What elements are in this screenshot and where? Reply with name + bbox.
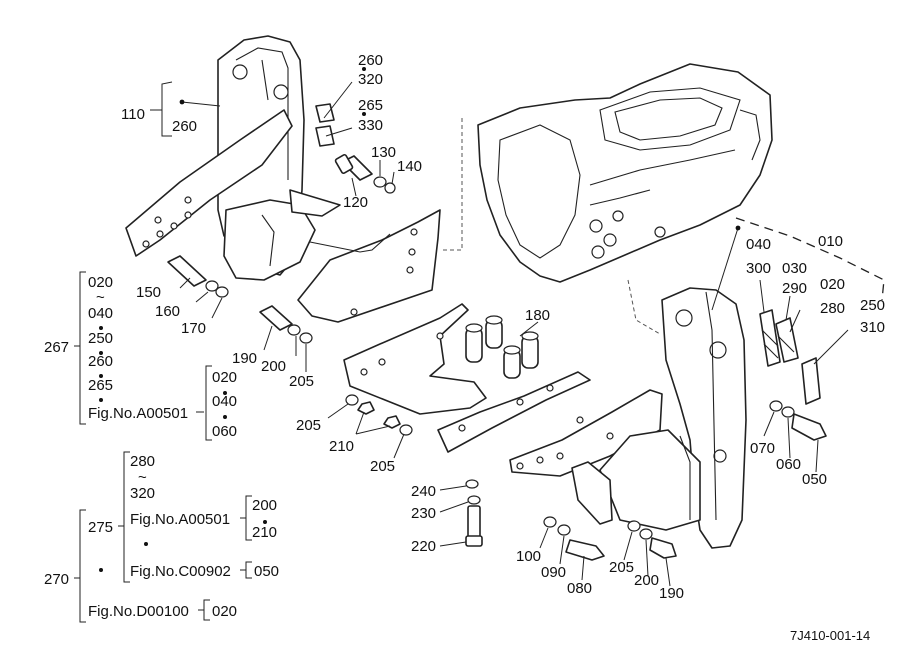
callout-205: 205 [370, 458, 395, 475]
group-270-fig-c-sub: 050 [254, 563, 279, 580]
group-267-line-2: 040 [88, 305, 113, 322]
callout-labels: 110 260 260 320 265 330 130 140 120 150 … [121, 52, 885, 602]
callout-070: 070 [750, 440, 775, 457]
callout-060: 060 [776, 456, 801, 473]
reference-code: 7J410-001-14 [790, 628, 870, 643]
callout-200: 200 [261, 358, 286, 375]
callout-140: 140 [397, 158, 422, 175]
group-267-fig-ref: Fig.No.A00501 [88, 405, 188, 422]
callout-130: 130 [371, 144, 396, 161]
callout-250: 250 [860, 297, 885, 314]
callout-090: 090 [541, 564, 566, 581]
callout-200: 200 [634, 572, 659, 589]
group-brackets [150, 81, 885, 301]
group-267-sub-1: 020 [212, 369, 237, 386]
callout-205: 205 [609, 559, 634, 576]
separator-dot [362, 112, 366, 116]
shim-plates [315, 103, 821, 405]
separator-dot [362, 67, 366, 71]
callout-020: 020 [820, 276, 845, 293]
callout-050: 050 [802, 471, 827, 488]
callout-260: 260 [172, 118, 197, 135]
callout-240: 240 [411, 483, 436, 500]
callout-150: 150 [136, 284, 161, 301]
callout-170: 170 [181, 320, 206, 337]
group-270-fig-a-sub-2: 210 [252, 524, 277, 541]
right-bracket [509, 279, 747, 549]
callout-230: 230 [411, 505, 436, 522]
group-270-tilde: ~ [138, 469, 147, 486]
group-270-id: 270 [44, 571, 69, 588]
callout-190: 190 [232, 350, 257, 367]
group-267-id: 267 [44, 339, 69, 356]
group-267-line-3: 250 [88, 330, 113, 347]
group-270-fig-c: Fig.No.C00902 [130, 563, 231, 580]
callout-120: 120 [343, 194, 368, 211]
callout-210: 210 [329, 438, 354, 455]
group-270-fig-a-sub-1: 200 [252, 497, 277, 514]
callout-080: 080 [567, 580, 592, 597]
marker-dot-010 [735, 225, 741, 231]
fasteners [167, 154, 827, 561]
support-plate [343, 303, 591, 453]
callout-160: 160 [155, 303, 180, 320]
callout-030: 030 [782, 260, 807, 277]
group-270-line-a2: 320 [130, 485, 155, 502]
callout-190: 190 [659, 585, 684, 602]
transmission-housing [440, 63, 773, 283]
spacer-bushings [465, 315, 539, 379]
group-267-line-5: 265 [88, 377, 113, 394]
callout-265: 265 [358, 97, 383, 114]
callout-260: 260 [358, 52, 383, 69]
callout-320: 320 [358, 71, 383, 88]
callout-205: 205 [289, 373, 314, 390]
group-270: 270 275 280 ~ 320 Fig.No.A00501 Fig.No.C… [44, 451, 279, 623]
group-270-fig-a: Fig.No.A00501 [130, 511, 230, 528]
group-267-sub-3: 060 [212, 423, 237, 440]
group-270-fig-d-sub: 020 [212, 603, 237, 620]
callout-110: 110 [121, 106, 145, 123]
callout-290: 290 [782, 280, 807, 297]
callout-010: 010 [818, 233, 843, 250]
group-267-line-4: 260 [88, 353, 113, 370]
group-275-id: 275 [88, 519, 113, 536]
callout-040: 040 [746, 236, 771, 253]
callout-310: 310 [860, 319, 885, 336]
callout-300: 300 [746, 260, 771, 277]
group-267: 267 020 ~ 040 250 260 265 Fig.No.A00501 … [44, 271, 237, 441]
callout-220: 220 [411, 538, 436, 555]
group-267-line-1: 020 [88, 274, 113, 291]
group-270-line-a1: 280 [130, 453, 155, 470]
callout-280: 280 [820, 300, 845, 317]
callout-330: 330 [358, 117, 383, 134]
leader-lines [179, 81, 849, 587]
group-267-sub-2: 040 [212, 393, 237, 410]
marker-dot-260 [179, 99, 185, 105]
group-267-tilde: ~ [96, 289, 105, 306]
left-bracket [125, 35, 441, 323]
callout-205: 205 [296, 417, 321, 434]
callout-180: 180 [525, 307, 550, 324]
callout-100: 100 [516, 548, 541, 565]
group-270-fig-d: Fig.No.D00100 [88, 603, 189, 620]
